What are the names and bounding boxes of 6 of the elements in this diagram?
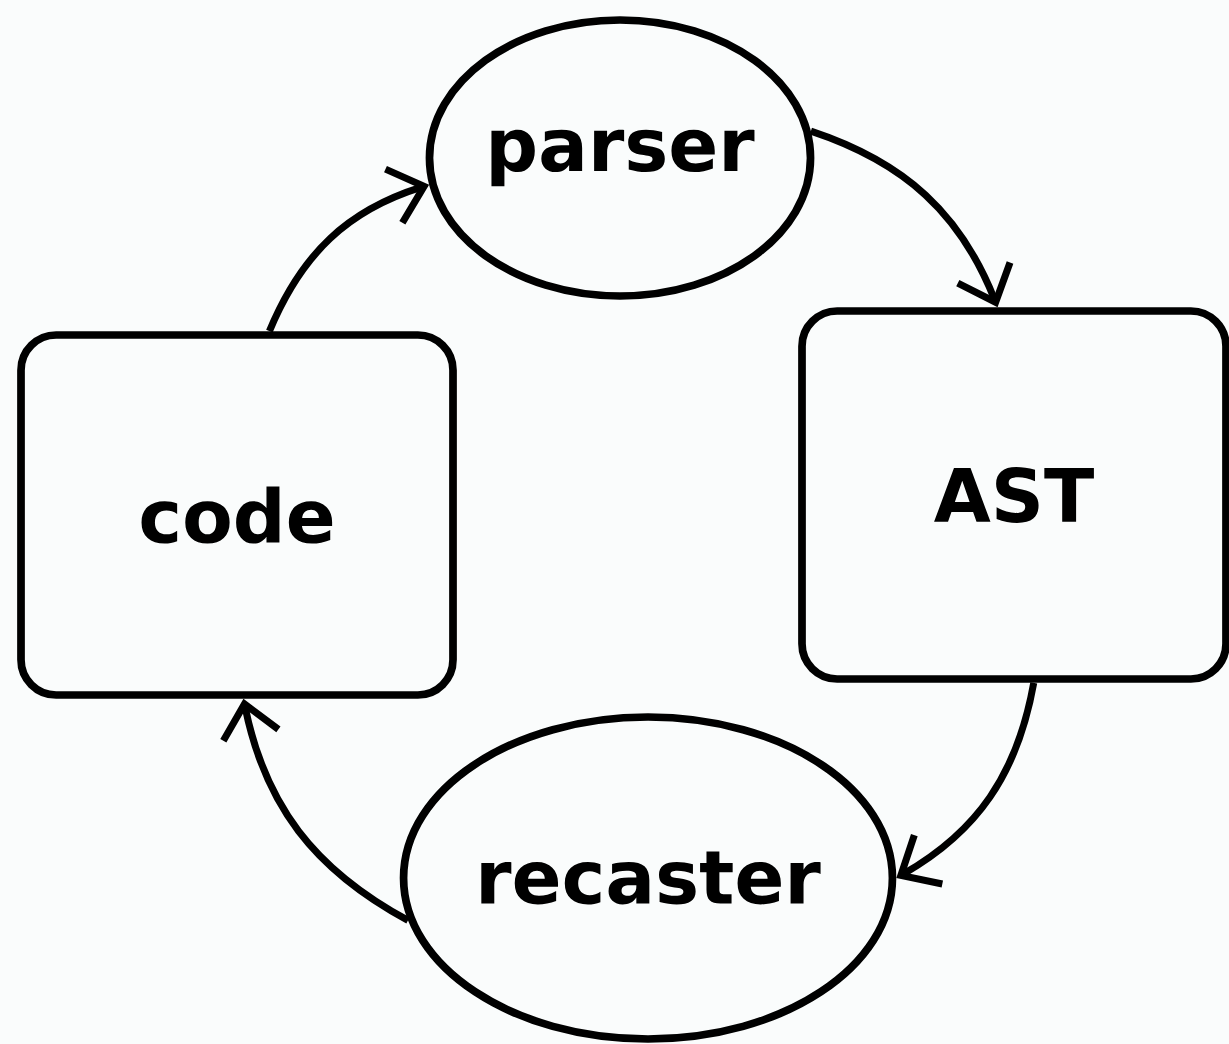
- arrow: [266, 165, 430, 333]
- arrow: [809, 127, 1014, 308]
- data-box: code: [17, 331, 457, 699]
- arrow: [896, 682, 1038, 888]
- data-box: AST: [798, 307, 1229, 683]
- arrow: [220, 698, 410, 924]
